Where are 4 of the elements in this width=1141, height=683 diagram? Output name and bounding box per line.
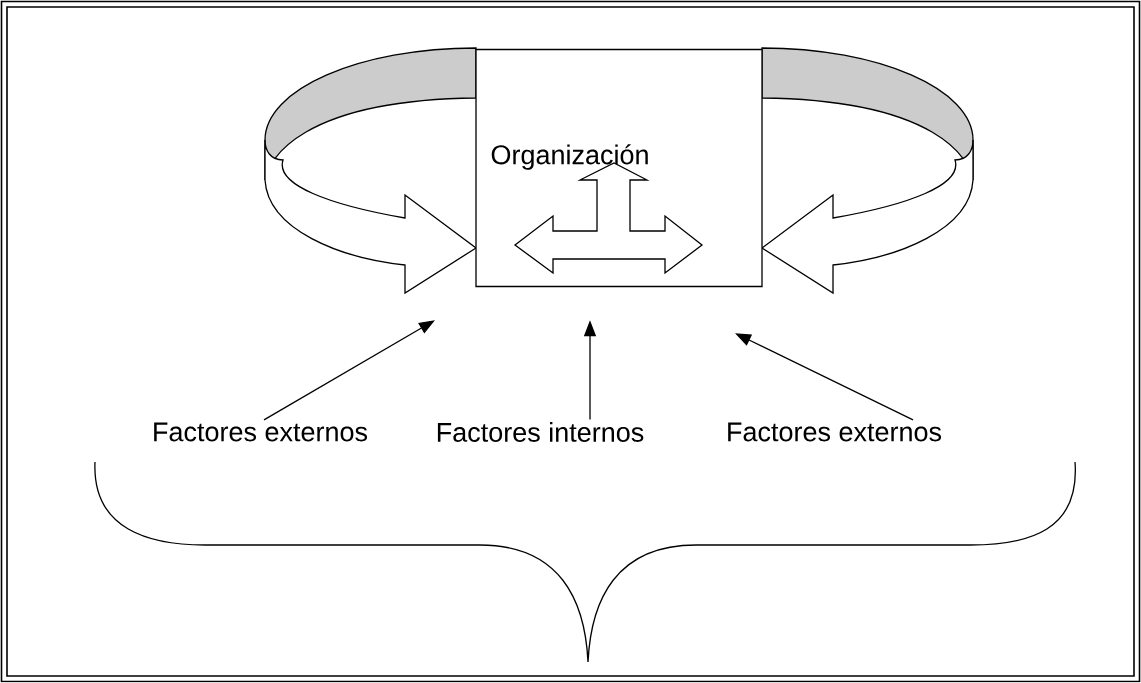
arrow	[263, 320, 435, 421]
factor-label: Factores internos	[437, 422, 644, 442]
factor-label: Factores externos	[154, 422, 368, 442]
factor-label: Factores externos	[728, 422, 942, 442]
